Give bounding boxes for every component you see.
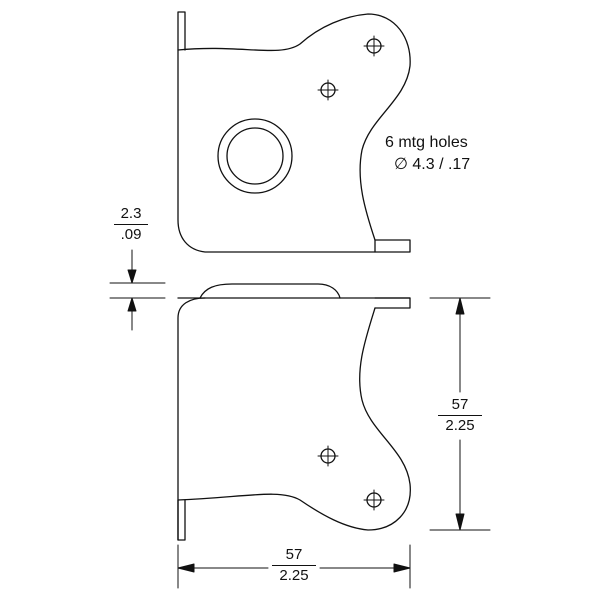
holes-note-diameter: ∅ 4.3 / .17 (394, 156, 471, 173)
center-boss-outer (217, 118, 293, 194)
top-bracket-outline (177, 13, 411, 253)
center-boss-inner (226, 127, 284, 185)
bottom-right-tab (374, 297, 411, 309)
top-view (177, 11, 411, 253)
fraction-bar (438, 415, 482, 416)
height-label: 57 2.25 (438, 396, 482, 435)
bottom-bracket-outline (177, 297, 411, 541)
top-left-flange (177, 11, 186, 51)
mounting-hole (317, 445, 339, 467)
mounting-hole (317, 79, 339, 101)
fraction-bar (114, 224, 148, 225)
bottom-top-edge (199, 283, 341, 299)
bottom-view (177, 283, 411, 541)
thickness-dimension (109, 249, 166, 331)
height-metric: 57 (451, 396, 469, 413)
thickness-metric: 2.3 (120, 205, 142, 222)
mounting-hole (363, 35, 385, 57)
bottom-left-flange (177, 499, 186, 541)
fraction-bar (272, 565, 316, 566)
width-imperial: 2.25 (279, 567, 309, 584)
mounting-hole (363, 489, 385, 511)
width-label: 57 2.25 (272, 546, 316, 585)
height-imperial: 2.25 (445, 417, 475, 434)
holes-note-count: 6 mtg holes (385, 134, 468, 151)
width-dimension (177, 544, 411, 589)
height-dimension (429, 297, 491, 531)
holes-note: 6 mtg holes ∅ 4.3 / .17 (385, 132, 470, 176)
width-metric: 57 (285, 546, 303, 563)
thickness-imperial: .09 (120, 226, 142, 243)
thickness-label: 2.3 .09 (114, 205, 148, 244)
